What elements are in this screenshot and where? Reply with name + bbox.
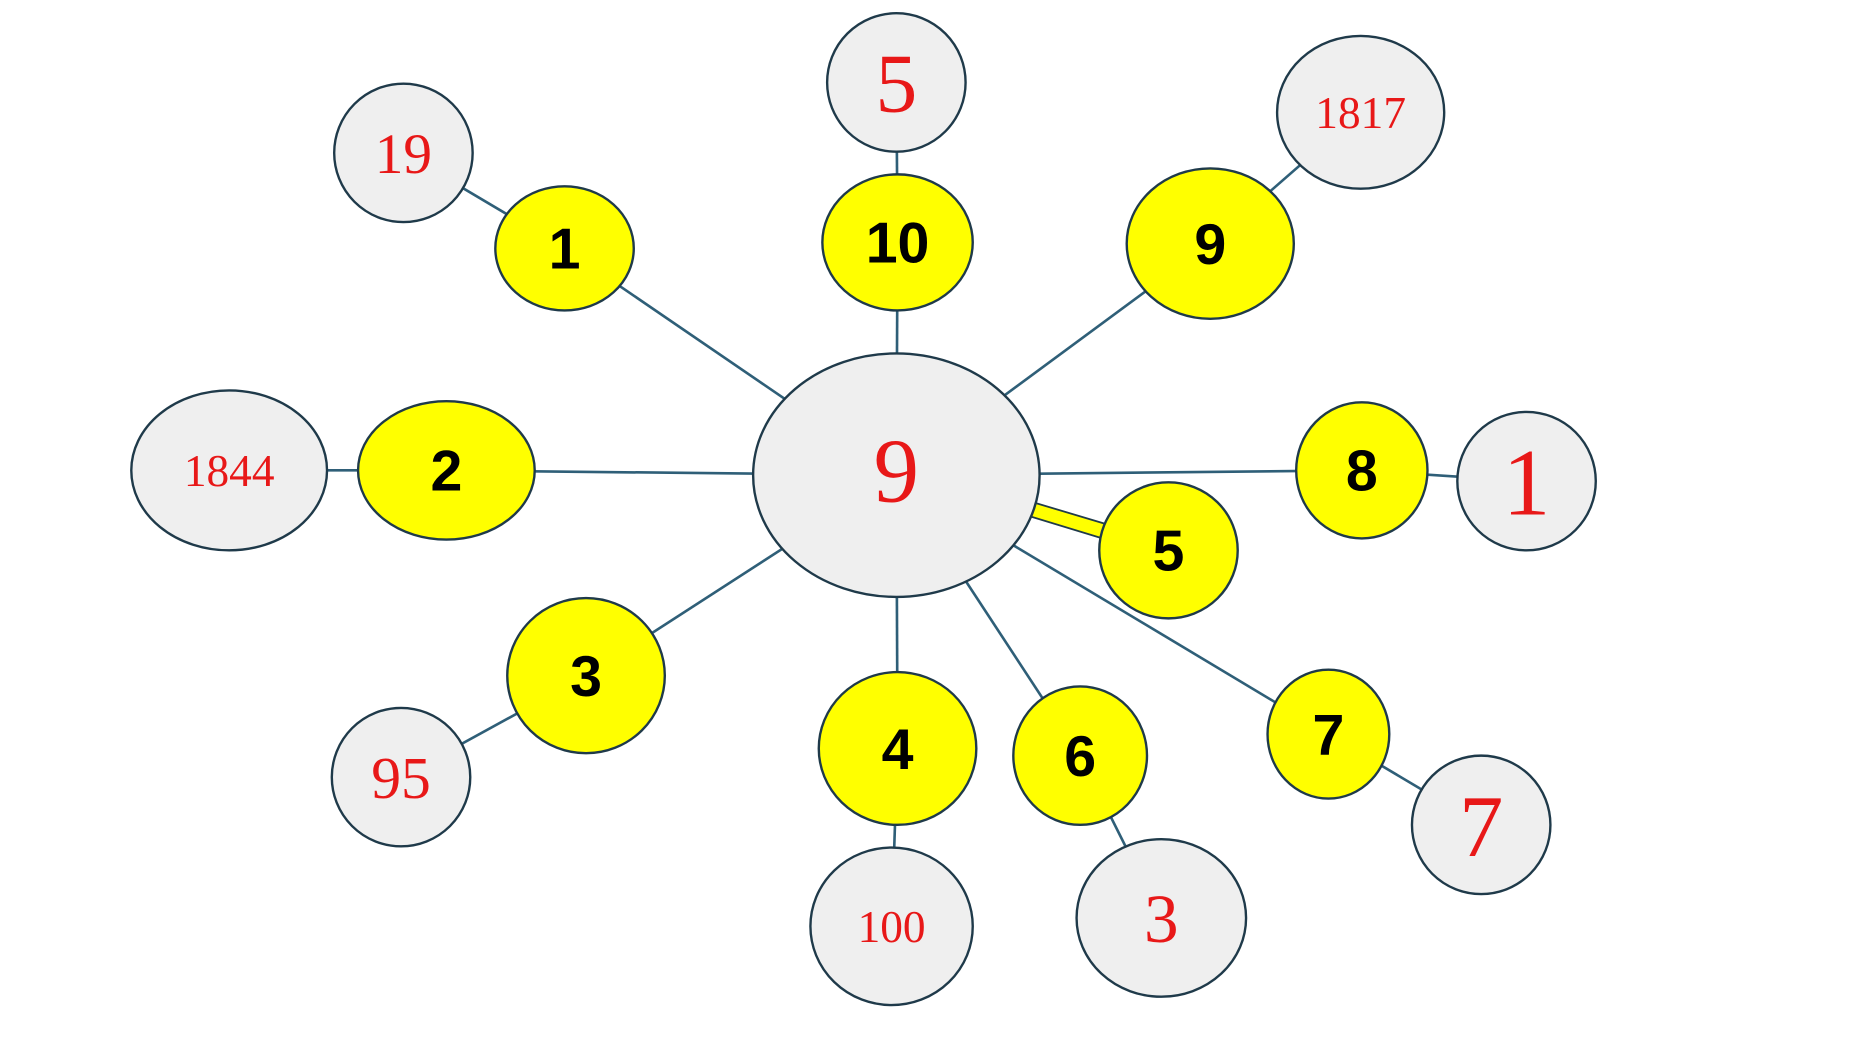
number-node <box>1125 167 1295 320</box>
number-node <box>821 173 974 312</box>
spoke: 10 5 <box>821 12 974 312</box>
value-node-label: 100 <box>858 902 926 952</box>
spoke: 77 <box>1266 668 1552 896</box>
number-node-label: 4 <box>882 718 914 782</box>
spoke: 1 19 <box>333 82 635 312</box>
value-node <box>1456 410 1597 552</box>
value-node-label: 1 <box>1503 430 1551 536</box>
number-node <box>1266 668 1391 800</box>
number-node-label: 7 <box>1312 703 1344 767</box>
pointer-node <box>1098 481 1239 620</box>
number-node <box>506 596 666 755</box>
number-node-label: 3 <box>570 645 602 709</box>
number-node-label: 10 <box>866 212 930 276</box>
number-node <box>356 399 536 541</box>
number-node <box>494 185 635 312</box>
value-node <box>825 12 967 153</box>
value-node-label: 7 <box>1459 778 1503 876</box>
value-node <box>130 389 329 552</box>
number-node-label: 2 <box>430 440 462 504</box>
number-node-label: 6 <box>1064 725 1096 789</box>
number-node-label: 9 <box>1194 213 1226 277</box>
spoke: 2 1844 <box>130 389 536 552</box>
value-node <box>809 846 974 1007</box>
value-node <box>1410 754 1552 896</box>
value-node-label: 19 <box>375 123 432 186</box>
number-node <box>1295 401 1429 540</box>
value-node-label: 1844 <box>184 446 275 496</box>
value-node-label: 1817 <box>1315 88 1406 138</box>
center-label: 9 <box>874 420 919 521</box>
value-node <box>333 82 474 224</box>
value-node <box>330 706 472 848</box>
spoke: 9 1817 <box>1125 34 1446 320</box>
value-node-label: 95 <box>371 745 431 811</box>
spoke: 63 <box>1012 685 1248 998</box>
number-node-label: 8 <box>1346 440 1378 504</box>
value-node-label: 3 <box>1144 880 1179 957</box>
value-node <box>1075 837 1248 998</box>
number-node-label: 1 <box>549 218 581 282</box>
pointer-node-label: 5 <box>1153 520 1185 584</box>
number-node <box>817 670 978 827</box>
value-node-label: 5 <box>875 39 917 131</box>
value-node <box>1275 34 1446 190</box>
number-node <box>1012 685 1149 827</box>
spoke: 4 100 <box>809 670 978 1007</box>
spoke: 3 95 <box>330 596 666 848</box>
center-node <box>751 352 1041 599</box>
